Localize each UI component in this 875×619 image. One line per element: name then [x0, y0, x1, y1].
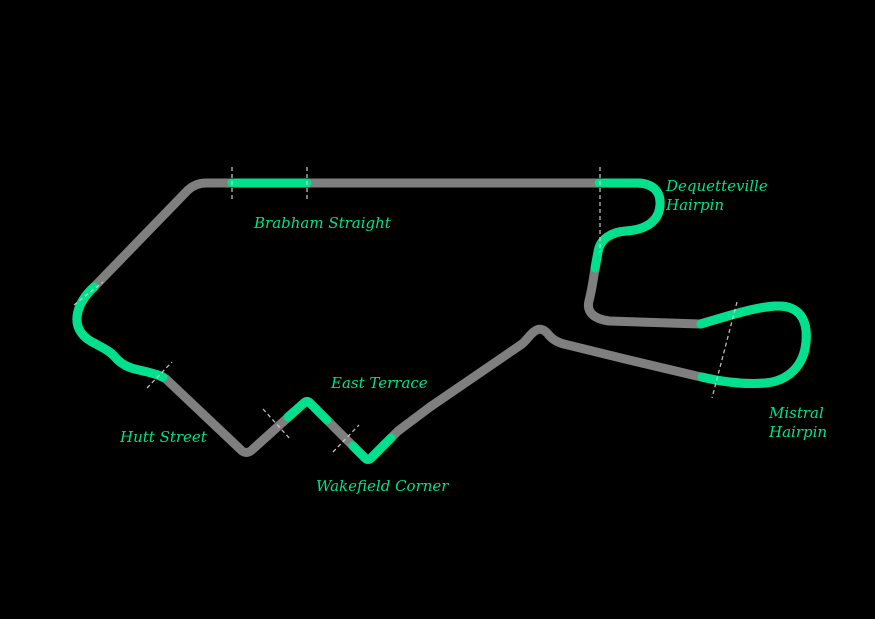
- track-outline: [72, 178, 811, 464]
- label-brabham-straight: Brabham Straight: [254, 214, 391, 232]
- sector-tick: [332, 424, 360, 453]
- sector-tick: [711, 301, 738, 399]
- highlight-wakefield-apex: [348, 433, 396, 464]
- label-line: Hairpin: [769, 423, 828, 441]
- label-line: Mistral: [769, 404, 824, 422]
- label-line: Hairpin: [666, 196, 725, 214]
- sector-tick: [73, 281, 104, 306]
- label-hutt-street: Hutt Street: [120, 428, 207, 446]
- label-east-terrace: East Terrace: [331, 374, 428, 392]
- highlight-dequetteville-hairpin: [590, 178, 665, 273]
- highlight-mistral-hairpin: [696, 301, 811, 388]
- label-dequetteville-hairpin: Dequetteville Hairpin: [666, 177, 768, 215]
- highlight-left-esses: [72, 282, 168, 382]
- highlight-wakefield-entry: [283, 397, 332, 425]
- label-line: Dequetteville: [666, 177, 768, 195]
- label-wakefield-corner: Wakefield Corner: [316, 477, 449, 495]
- label-mistral-hairpin: Mistral Hairpin: [769, 404, 827, 442]
- sector-tick: [146, 361, 173, 389]
